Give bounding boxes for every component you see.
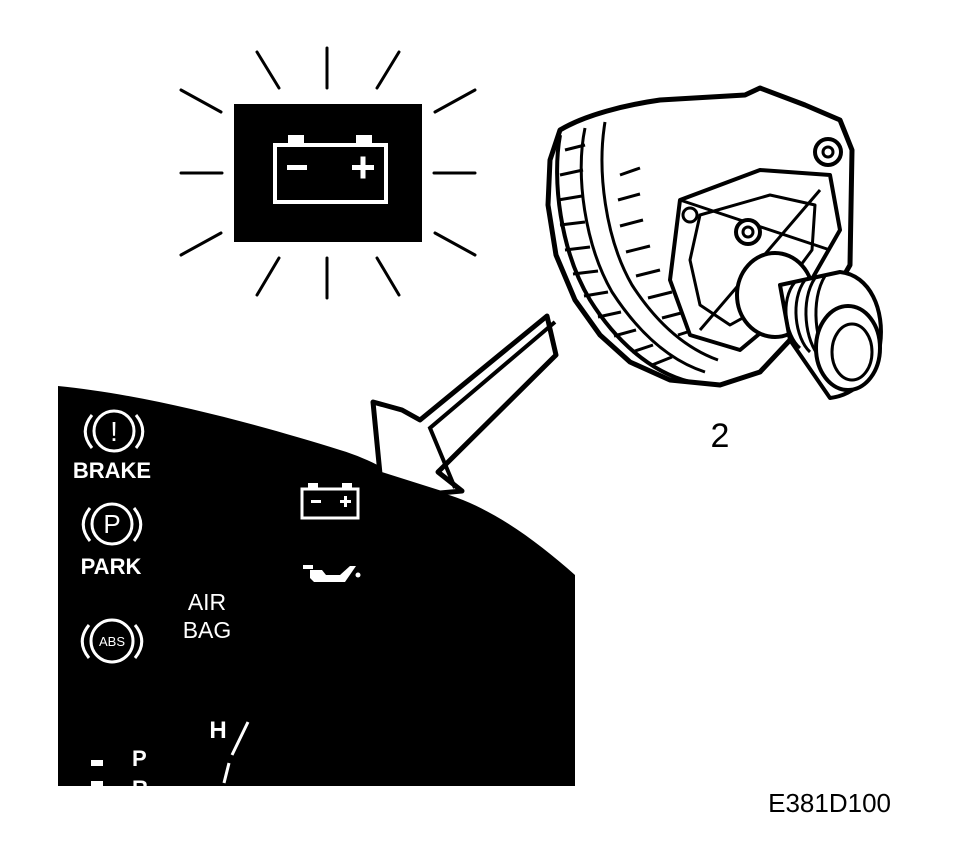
airbag-line-2: BAG	[183, 617, 232, 643]
abs-icon	[80, 618, 144, 664]
battery-icon	[300, 483, 360, 520]
brake-label: BRAKE	[73, 458, 151, 483]
brake-symbol: !	[110, 416, 118, 447]
brake-warning-icon	[83, 409, 145, 453]
abs-symbol: ABS	[99, 634, 125, 649]
park-brake-icon	[81, 502, 143, 546]
battery-warning-icon	[273, 135, 388, 204]
alternator-icon	[545, 85, 883, 400]
lamp-panel	[234, 104, 422, 242]
airbag-line-1: AIR	[188, 589, 226, 615]
gauge-needle-lower	[222, 762, 231, 784]
park-symbol: P	[103, 509, 120, 539]
gear-label-p: P	[132, 746, 147, 771]
alternator-callout: 2	[711, 417, 730, 455]
flash-rays	[179, 46, 477, 300]
gauge-needle-upper	[230, 721, 250, 756]
oil-can-icon	[303, 565, 361, 582]
gauge-label: H	[209, 717, 226, 744]
warning-lamp	[179, 46, 477, 300]
gear-dash-p	[91, 760, 103, 766]
reference-code: E381D100	[768, 788, 891, 818]
gear-label-r: R	[132, 776, 148, 801]
park-label: PARK	[81, 554, 142, 579]
gear-dash-r	[91, 781, 103, 786]
instrument-cluster	[58, 386, 575, 786]
